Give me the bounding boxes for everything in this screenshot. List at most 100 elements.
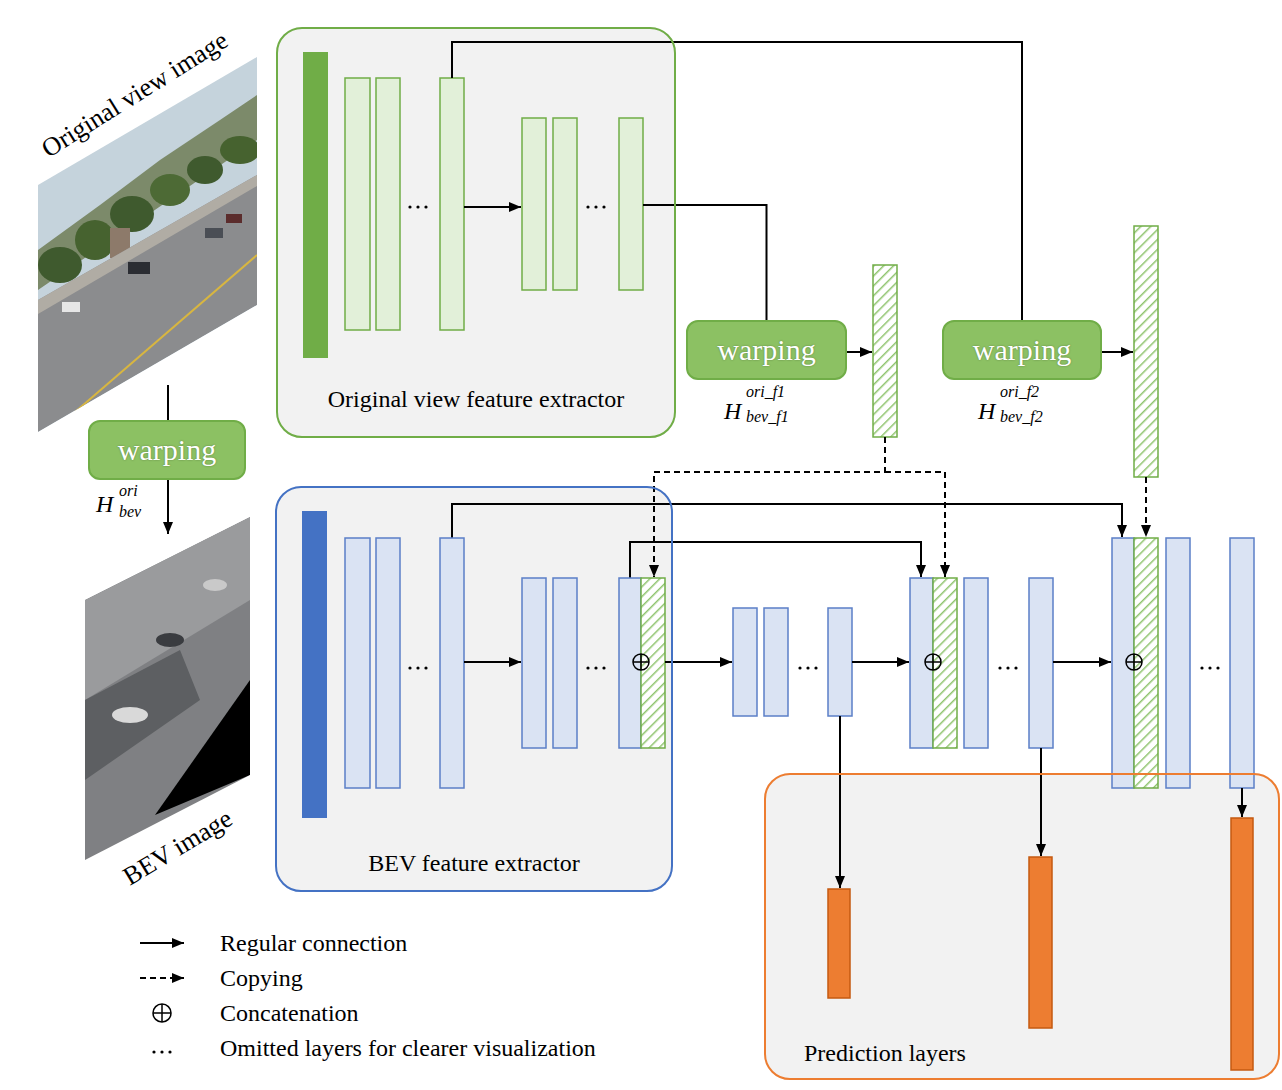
feature-layer (345, 78, 370, 330)
legend-text: Concatenation (220, 999, 359, 1027)
photo-road (38, 175, 257, 432)
flow-arrow (167, 480, 169, 534)
street-photo (30, 50, 270, 440)
copy-arrow (1145, 477, 1147, 537)
photo-sidewalk (38, 175, 257, 314)
flow-arrow (852, 661, 909, 663)
bev-car (112, 707, 148, 723)
bev-void (155, 680, 250, 815)
copied-feature (933, 578, 957, 748)
concat-symbol (1126, 654, 1142, 670)
feature-layer (522, 578, 546, 748)
feature-layer (553, 118, 577, 290)
flow-arrow (1040, 748, 1042, 856)
homography-symbol: H (978, 398, 995, 424)
bev-photo (80, 510, 260, 870)
dot (998, 666, 1001, 669)
legend-text: Regular connection (220, 929, 407, 957)
feature-layer (619, 578, 641, 748)
concat-symbol (633, 654, 649, 670)
module-label: Prediction layers (804, 1040, 966, 1068)
warped-feature (873, 265, 897, 437)
dot (814, 666, 817, 669)
dot (1200, 666, 1203, 669)
legend-dots-sample (152, 1050, 155, 1053)
module-label: BEV feature extractor (368, 850, 579, 878)
input-layer (302, 511, 327, 818)
dot (408, 205, 411, 208)
skip-arrow (452, 504, 1122, 538)
omitted-dots (408, 205, 605, 208)
legend-concat-sample (153, 1004, 171, 1022)
feature-connector (676, 42, 1022, 320)
homography-symbol: H (96, 491, 113, 517)
homography-subscript: bev_f1 (746, 408, 789, 426)
dot (586, 666, 589, 669)
flow-line (643, 204, 676, 206)
concat-symbol (633, 654, 649, 670)
dot (416, 666, 419, 669)
flow-arrow (1053, 661, 1111, 663)
dot (594, 205, 597, 208)
photo-lane (60, 255, 257, 425)
feature-layer (345, 538, 370, 788)
module-panel: Original view feature extractor (276, 27, 676, 438)
module-label: Original view feature extractor (328, 386, 625, 414)
flow-arrow (665, 661, 732, 663)
flow-arrow (464, 206, 521, 208)
feature-layer (440, 78, 464, 330)
concat-symbols (633, 654, 1142, 670)
photo-car (205, 228, 223, 238)
copied-feature (1134, 538, 1158, 788)
dot (806, 666, 809, 669)
flow-arrow (847, 351, 872, 353)
input-layer (303, 52, 328, 358)
dot (424, 205, 427, 208)
feature-layer (964, 578, 988, 748)
dot (586, 205, 589, 208)
warping-label: warping (973, 333, 1071, 368)
homography-symbol: H (724, 398, 741, 424)
feature-layer (440, 538, 464, 788)
copy-arrow (885, 472, 945, 577)
photo-car (226, 214, 242, 223)
flow-arrow (1102, 351, 1133, 353)
warping-box: warping (686, 320, 847, 380)
homography-superscript: ori_f1 (746, 383, 785, 401)
dot (424, 666, 427, 669)
omitted-dots (408, 666, 1219, 669)
dot (594, 666, 597, 669)
prediction-layer (1029, 857, 1052, 1028)
panel-ground (764, 773, 1280, 1080)
feature-layer (619, 118, 643, 290)
legend-text: Omitted layers for clearer visualization (220, 1034, 596, 1062)
homography-subscript: bev (119, 503, 141, 521)
bev-smear (85, 650, 200, 780)
photo-car (128, 262, 150, 274)
feature-layer (828, 608, 852, 716)
legend-dots-sample (160, 1050, 163, 1053)
dot (1208, 666, 1211, 669)
concat-symbol (925, 654, 941, 670)
photo-tree (150, 174, 190, 206)
dot (798, 666, 801, 669)
homography-superscript: ori (119, 482, 138, 500)
bev-car (203, 579, 227, 591)
bev-car (156, 633, 184, 647)
feature-layer (1230, 538, 1254, 788)
feature-layer (764, 608, 788, 716)
dot (1216, 666, 1219, 669)
panel-ground (275, 486, 673, 892)
homography-superscript: ori_f2 (1000, 383, 1039, 401)
photo-tree (75, 220, 115, 260)
homography-subscript: bev_f2 (1000, 408, 1043, 426)
flow-arrow (464, 661, 521, 663)
warped-feature (1134, 226, 1158, 477)
bev-ground (80, 510, 260, 870)
concat-symbol (925, 654, 941, 670)
feature-layer (376, 78, 400, 330)
image-caption: Original view image (37, 26, 233, 164)
